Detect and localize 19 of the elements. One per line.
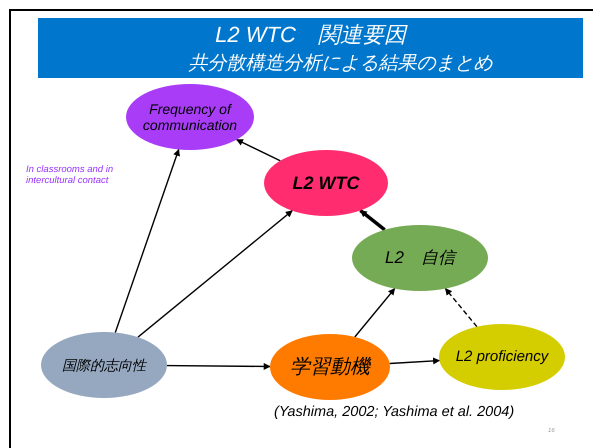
arrow: [359, 209, 386, 232]
oval: 学習動機: [270, 334, 390, 400]
arrow: [167, 362, 271, 370]
arrow: [114, 148, 180, 333]
oval: L2 自信: [352, 225, 488, 291]
oval: 国際的志向性: [41, 332, 167, 398]
annotation-note: In classrooms and in intercultural contact: [26, 164, 114, 186]
oval: Frequency of communication: [126, 84, 254, 150]
arrow: [354, 288, 396, 338]
arrow: [390, 357, 440, 364]
oval: L2 WTC: [264, 150, 388, 216]
oval: L2 proficiency: [439, 324, 565, 390]
title-text: 共分散構造分析による結果のまとめ: [188, 52, 494, 76]
citation: (Yashima, 2002; Yashima et al. 2004): [274, 404, 516, 420]
title-banner: [38, 18, 583, 78]
title-text: L2 WTC 関連要因: [214, 21, 409, 49]
arrow: [444, 288, 478, 328]
arrow: [137, 210, 293, 338]
arrow: [236, 138, 280, 162]
